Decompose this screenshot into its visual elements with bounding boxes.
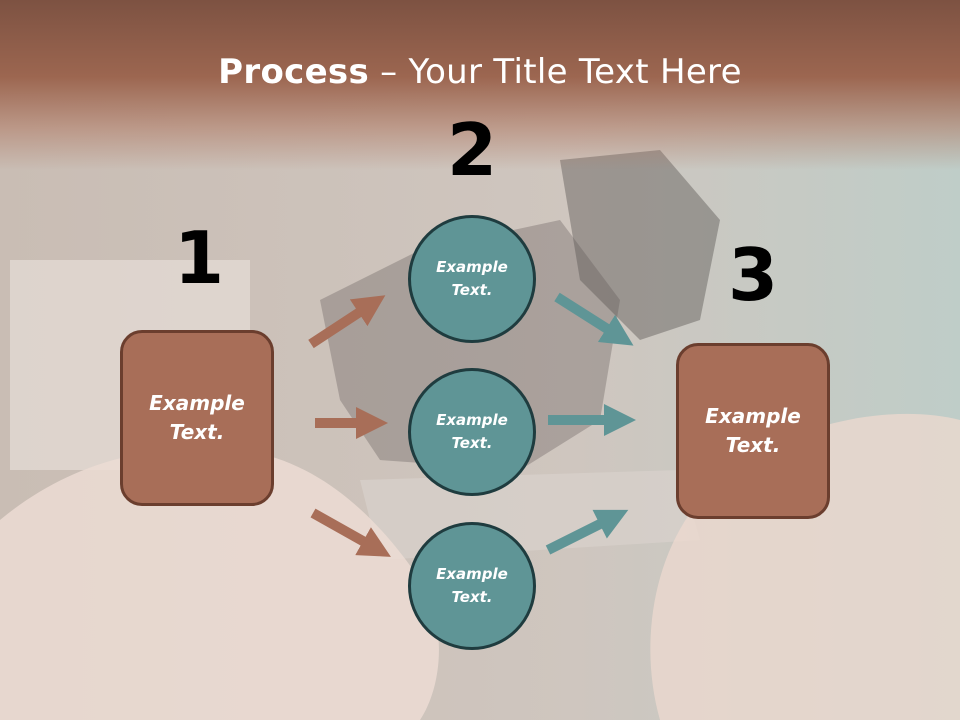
circle-top: Example Text. xyxy=(408,215,536,343)
left-box-text: Example Text. xyxy=(149,391,245,444)
slide-title: Process – Your Title Text Here xyxy=(0,52,960,92)
left-box: Example Text. xyxy=(120,330,274,506)
circle-bottom-text: Example Text. xyxy=(436,565,508,606)
circle-top-text: Example Text. xyxy=(436,258,508,299)
circle-middle: Example Text. xyxy=(408,368,536,496)
title-rest: – Your Title Text Here xyxy=(369,52,742,92)
step-number-1: 1 xyxy=(173,216,225,300)
arrow-from-bottom-circle xyxy=(545,509,629,555)
step-number-2: 2 xyxy=(446,108,498,192)
right-box: Example Text. xyxy=(676,343,830,519)
title-bold: Process xyxy=(218,52,370,92)
circle-middle-text: Example Text. xyxy=(436,411,508,452)
right-box-text: Example Text. xyxy=(705,404,801,457)
circle-bottom: Example Text. xyxy=(408,522,536,650)
step-number-3: 3 xyxy=(727,233,779,317)
arrow-to-top-circle xyxy=(308,295,386,349)
title-band xyxy=(0,0,960,170)
arrow-from-top-circle xyxy=(554,292,634,346)
arrow-to-bottom-circle xyxy=(310,508,391,557)
